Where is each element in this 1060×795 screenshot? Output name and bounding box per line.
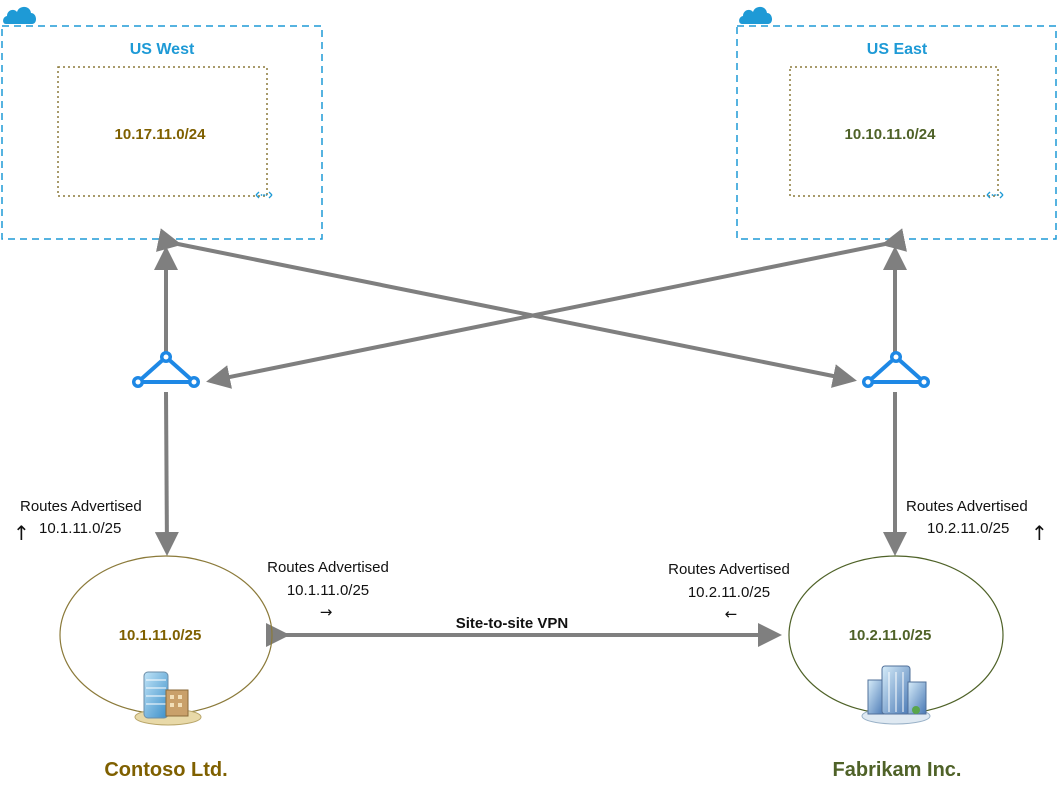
connector-us-west-to-gw-east — [156, 228, 857, 388]
expand-icon — [986, 191, 1004, 199]
vpn-gateway-icon — [132, 351, 200, 388]
route-prefix: 10.1.11.0/25 — [287, 582, 369, 599]
site-fabrikam: 10.2.11.0/25 — [788, 555, 1004, 725]
region-title-us-west: US West — [130, 41, 195, 58]
route-label-contoso-up: Routes Advertised ↑ 10.1.11.0/25 — [13, 498, 142, 545]
site-subnet-contoso: 10.1.11.0/25 — [119, 627, 202, 644]
corporate-building-icon — [861, 665, 931, 725]
route-label-fabrikam-left: Routes Advertised 10.2.11.0/25 ← — [668, 561, 790, 623]
route-title: Routes Advertised — [267, 559, 389, 576]
site-name-contoso: Contoso Ltd. — [104, 759, 227, 781]
site-name-fabrikam: Fabrikam Inc. — [833, 759, 962, 781]
connector-us-east-to-gw-west — [206, 228, 907, 389]
connector-gw-west-to-contoso — [154, 391, 179, 556]
route-title: Routes Advertised — [906, 498, 1028, 515]
vnet-subnet-us-west: 10.17.11.0/24 — [115, 126, 207, 143]
route-title: Routes Advertised — [668, 561, 790, 578]
arrow-left-icon: ← — [725, 605, 738, 623]
site-subnet-fabrikam: 10.2.11.0/25 — [849, 627, 932, 644]
cloud-icon — [739, 6, 773, 24]
region-us-east: US East 10.10.11.0/24 — [736, 6, 1057, 240]
expand-icon — [255, 191, 273, 199]
arrow-right-icon: → — [320, 603, 333, 621]
region-us-west: US West 10.17.11.0/24 — [1, 6, 323, 240]
vpn-gateway-icon — [862, 351, 930, 388]
route-label-contoso-right: Routes Advertised 10.1.11.0/25 → — [267, 559, 389, 621]
route-prefix: 10.1.11.0/25 — [39, 520, 121, 537]
vpn-label: Site-to-site VPN — [456, 615, 569, 632]
route-label-fabrikam-up: Routes Advertised 10.2.11.0/25 ↑ — [906, 498, 1048, 545]
route-prefix: 10.2.11.0/25 — [927, 520, 1009, 537]
connectors — [154, 228, 907, 647]
office-building-icon — [134, 671, 202, 726]
arrow-up-icon: ↑ — [13, 521, 30, 545]
arrow-up-icon: ↑ — [1031, 521, 1048, 545]
cloud-icon — [3, 6, 37, 24]
route-title: Routes Advertised — [20, 498, 142, 515]
route-prefix: 10.2.11.0/25 — [688, 584, 770, 601]
site-contoso: 10.1.11.0/25 — [59, 555, 273, 726]
region-title-us-east: US East — [867, 41, 928, 58]
vnet-subnet-us-east: 10.10.11.0/24 — [845, 126, 937, 143]
